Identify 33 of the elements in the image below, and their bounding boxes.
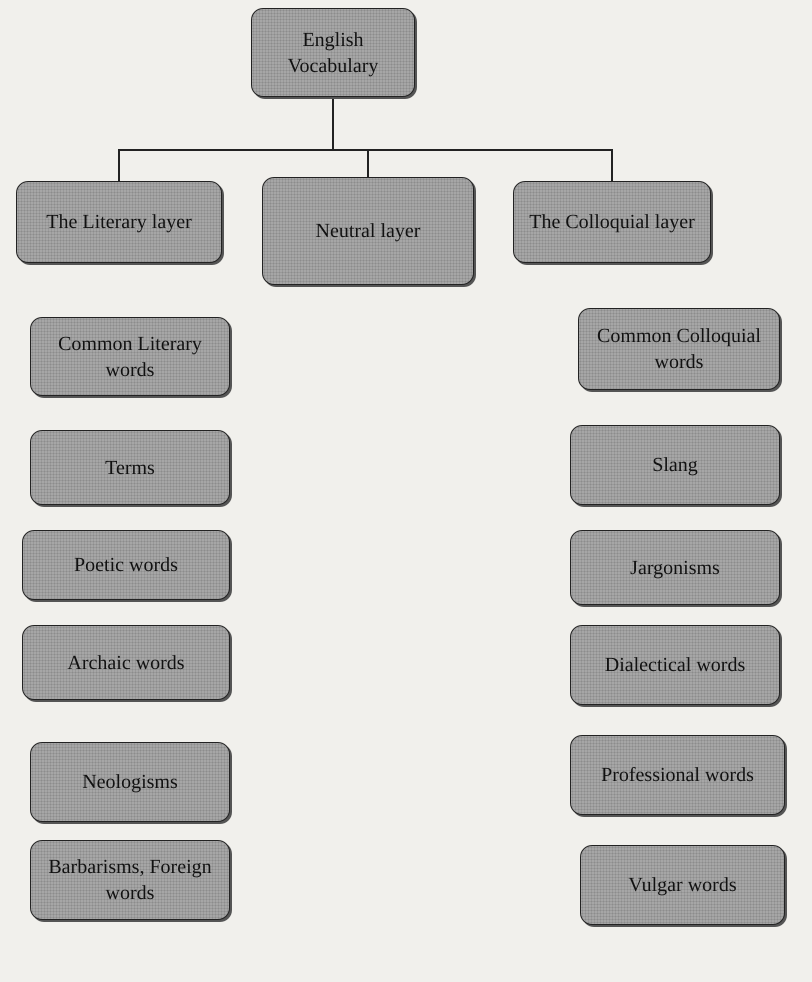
category-box bbox=[22, 530, 230, 600]
box-label: Barbarisms, Foreign words bbox=[47, 855, 213, 906]
category-box bbox=[262, 177, 474, 285]
category-box bbox=[30, 742, 230, 822]
category-box bbox=[570, 425, 780, 505]
box-label: The Literary layer bbox=[46, 210, 192, 235]
box-label: Neutral layer bbox=[316, 219, 420, 244]
box-label: Dialectical words bbox=[604, 653, 746, 678]
box-label: The Colloquial layer bbox=[529, 210, 695, 235]
category-box bbox=[30, 317, 230, 396]
box-label: Common Colloquial words bbox=[596, 324, 762, 375]
category-box bbox=[30, 430, 230, 505]
category-box bbox=[16, 181, 222, 263]
box-label: Vulgar words bbox=[628, 873, 737, 898]
category-box bbox=[570, 625, 780, 705]
box-label: Jargonisms bbox=[630, 556, 720, 580]
box-label: Professional words bbox=[601, 763, 754, 788]
category-box bbox=[570, 735, 785, 815]
box-label: English Vocabulary bbox=[286, 28, 380, 78]
box-label: Terms bbox=[105, 456, 155, 480]
box-label: Archaic words bbox=[67, 650, 185, 676]
category-box bbox=[570, 530, 780, 605]
category-box bbox=[513, 181, 711, 263]
connector-line bbox=[332, 97, 613, 181]
category-box bbox=[251, 8, 415, 97]
box-label: Poetic words bbox=[74, 553, 178, 578]
box-label: Common Literary words bbox=[57, 332, 203, 382]
category-box bbox=[30, 840, 230, 920]
box-label: Neologisms bbox=[82, 770, 178, 795]
category-box bbox=[578, 308, 780, 390]
category-box bbox=[580, 845, 785, 925]
box-label: Slang bbox=[652, 453, 698, 478]
category-box bbox=[22, 625, 230, 700]
